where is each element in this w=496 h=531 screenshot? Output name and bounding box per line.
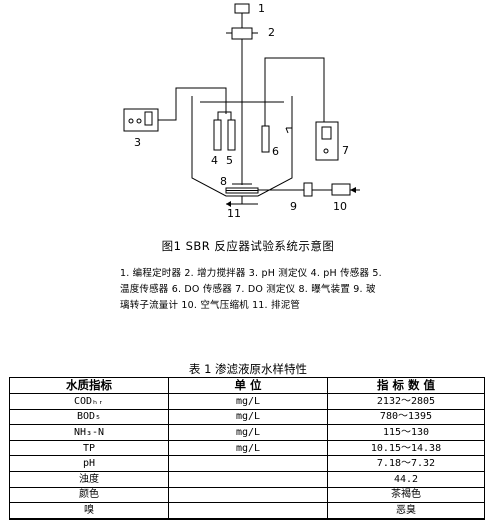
table-row: 嗅 恶臭 [9,502,485,520]
sbr-diagram: 1 2 3 4 5 6 7 8 9 10 11 [123,2,360,220]
cell-unit: mg/L [168,408,328,426]
table-row: 浊度 44.2 [9,470,485,488]
cell-value: 115～130 [327,424,485,441]
cell-indicator: 颜色 [9,486,169,504]
header-value: 指 标 数 值 [327,377,485,394]
cell-unit [168,502,328,520]
table-row: CODₕᵣ mg/L 2132～2805 [9,393,485,410]
temp-sensor [227,119,236,151]
cell-unit [168,455,328,472]
label-1: 1 [258,2,265,15]
water-quality-table: 水质指标 单 位 指 标 数 值 CODₕᵣ mg/L 2132～2805 BO… [9,377,485,520]
cell-unit: mg/L [168,439,328,457]
do-sensor [261,125,270,153]
figure-legend: 1. 编程定时器 2. 增力搅拌器 3. pH 测定仪 4. pH 传感器 5.… [120,268,382,311]
header-unit: 单 位 [168,377,328,394]
flowmeter [303,182,313,197]
label-7: 7 [342,144,349,157]
cell-unit [168,470,328,488]
cell-unit: mg/L [168,393,328,410]
label-8: 8 [220,175,227,188]
label-6: 6 [272,145,279,158]
do-meter [315,121,339,161]
table-row: 颜色 茶褐色 [9,486,485,504]
cell-indicator: 嗅 [9,502,169,520]
label-9: 9 [290,200,297,213]
label-5: 5 [226,154,233,167]
cell-value: 780～1395 [327,408,485,426]
table-caption: 表 1 渗滤液原水样特性 [188,362,308,376]
table-row: pH 7.18～7.32 [9,455,485,472]
label-11: 11 [227,207,241,220]
cell-indicator: NH₃-N [9,424,169,441]
cell-value: 茶褐色 [327,486,485,504]
cell-indicator: TP [9,439,169,457]
table-header-row: 水质指标 单 位 指 标 数 值 [9,377,485,394]
air-compressor [331,183,351,196]
cell-unit [168,486,328,504]
header-indicator: 水质指标 [9,377,169,394]
cell-value: 2132～2805 [327,393,485,410]
figure-caption: 图1 SBR 反应器试验系统示意图 [161,239,335,253]
cell-indicator: CODₕᵣ [9,393,169,410]
label-10: 10 [333,200,347,213]
label-3: 3 [134,136,141,149]
stirrer-motor [231,27,253,40]
cell-indicator: 浊度 [9,470,169,488]
label-2: 2 [268,26,275,39]
cell-value: 10.15～14.38 [327,439,485,457]
cell-indicator: BOD₅ [9,408,169,426]
label-4: 4 [211,154,218,167]
cell-value: 44.2 [327,470,485,488]
table-row: NH₃-N mg/L 115～130 [9,424,485,441]
ph-sensor [213,119,222,151]
cell-unit: mg/L [168,424,328,441]
cell-value: 7.18～7.32 [327,455,485,472]
cell-indicator: pH [9,455,169,472]
cell-value: 恶臭 [327,502,485,520]
table-row: TP mg/L 10.15～14.38 [9,439,485,457]
timer-box [234,3,250,14]
table-row: BOD₅ mg/L 780～1395 [9,408,485,426]
